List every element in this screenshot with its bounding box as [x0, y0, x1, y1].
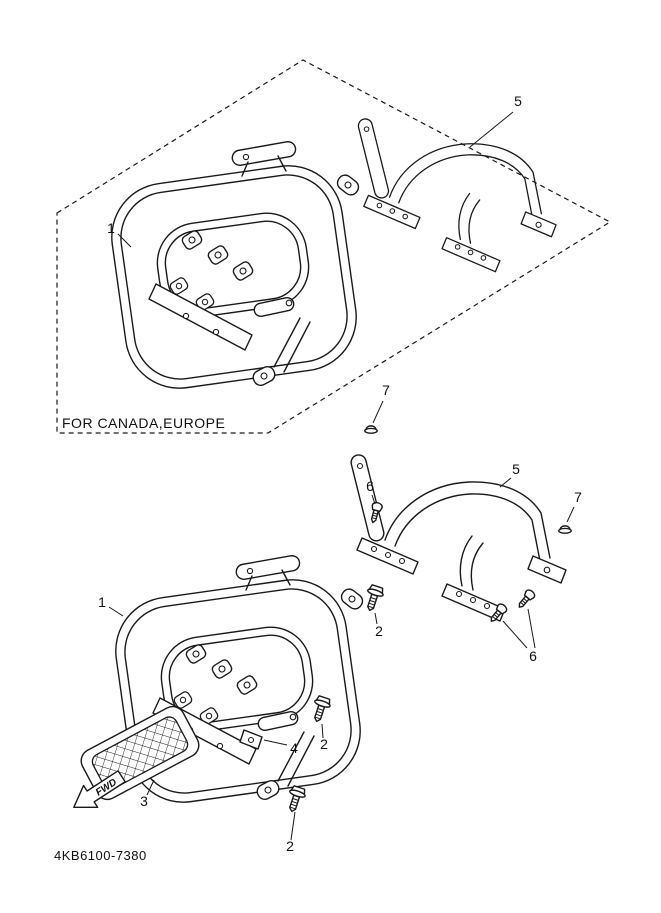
- callout-2-bottom: 2: [286, 838, 294, 854]
- screw-lower-b: [514, 587, 537, 612]
- bracket-part: [239, 729, 263, 750]
- callout-6-left: 6: [366, 478, 374, 494]
- part-number: 4KB6100-7380: [54, 848, 147, 863]
- callout-7-right: 7: [574, 489, 582, 505]
- callout-1-bottom: 1: [98, 594, 106, 610]
- callout-4: 4: [290, 740, 298, 756]
- callout-2-upper: 2: [375, 623, 383, 639]
- callout-3: 3: [140, 793, 148, 809]
- callouts: 1 5 7 5 6 7 1 2 6 2 4 3 2: [98, 93, 582, 854]
- region-label: FOR CANADA,EUROPE: [62, 415, 225, 431]
- callout-5-top: 5: [514, 93, 522, 109]
- callout-5-mid: 5: [512, 461, 520, 477]
- cap-right: [558, 525, 572, 534]
- callout-2-middle: 2: [320, 736, 328, 752]
- callout-1-top: 1: [107, 220, 115, 236]
- callout-7-left: 7: [382, 382, 390, 398]
- cap-left: [364, 425, 378, 434]
- callout-6-lower: 6: [529, 648, 537, 664]
- bolt-upper: [361, 583, 386, 614]
- bolt-middle: [308, 694, 333, 725]
- leader-lines: [108, 111, 575, 841]
- guard-assembly-top: [105, 141, 363, 396]
- bolt-bottom: [283, 784, 308, 815]
- canada-europe-boundary: [56, 59, 612, 434]
